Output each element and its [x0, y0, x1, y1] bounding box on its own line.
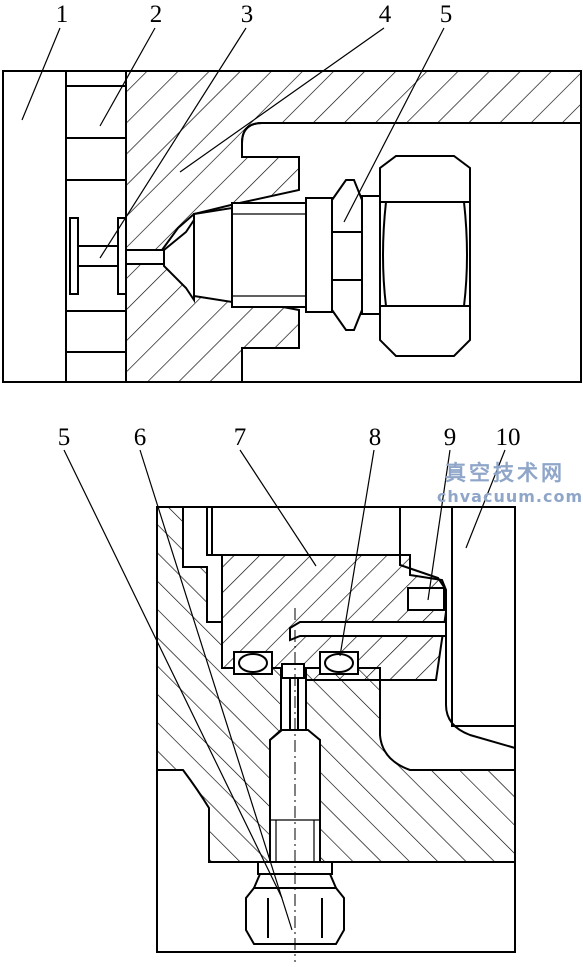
bottom-label-8: 8: [369, 424, 382, 451]
part-10-housing: [445, 507, 516, 749]
bottom-label-6: 6: [134, 424, 147, 451]
part-6-body-right: [305, 667, 516, 863]
part-7-piston: [221, 554, 447, 681]
top-leader-lines: [21, 27, 445, 259]
part-1-wall: [2, 70, 67, 383]
top-label-5: 5: [440, 1, 453, 28]
bottom-label-9: 9: [444, 424, 457, 451]
top-view: 1 2 3 4 5: [2, 1, 582, 383]
watermark-url: chvacuum.com: [437, 487, 583, 506]
bottom-leader-lines: [63, 449, 506, 931]
top-label-2: 2: [150, 1, 163, 28]
part-3-stem: [69, 216, 195, 304]
piston-channel: [289, 621, 447, 642]
bottom-view: 5 6 7 8 9 10: [58, 424, 521, 962]
bottom-label-5: 5: [58, 424, 71, 451]
bottom-label-7: 7: [234, 424, 247, 451]
top-cavity-outline: [241, 122, 581, 382]
top-label-3: 3: [241, 1, 254, 28]
bottom-label-10: 10: [496, 424, 521, 451]
part-5-fitting: [193, 155, 471, 357]
top-label-4: 4: [379, 1, 392, 28]
part-8-o-rings: [233, 651, 359, 675]
part-9-block: [407, 587, 445, 611]
watermark-chinese: 真空技术网: [445, 461, 565, 485]
top-label-1: 1: [56, 1, 69, 28]
watermark: 真空技术网 chvacuum.com: [437, 461, 583, 506]
